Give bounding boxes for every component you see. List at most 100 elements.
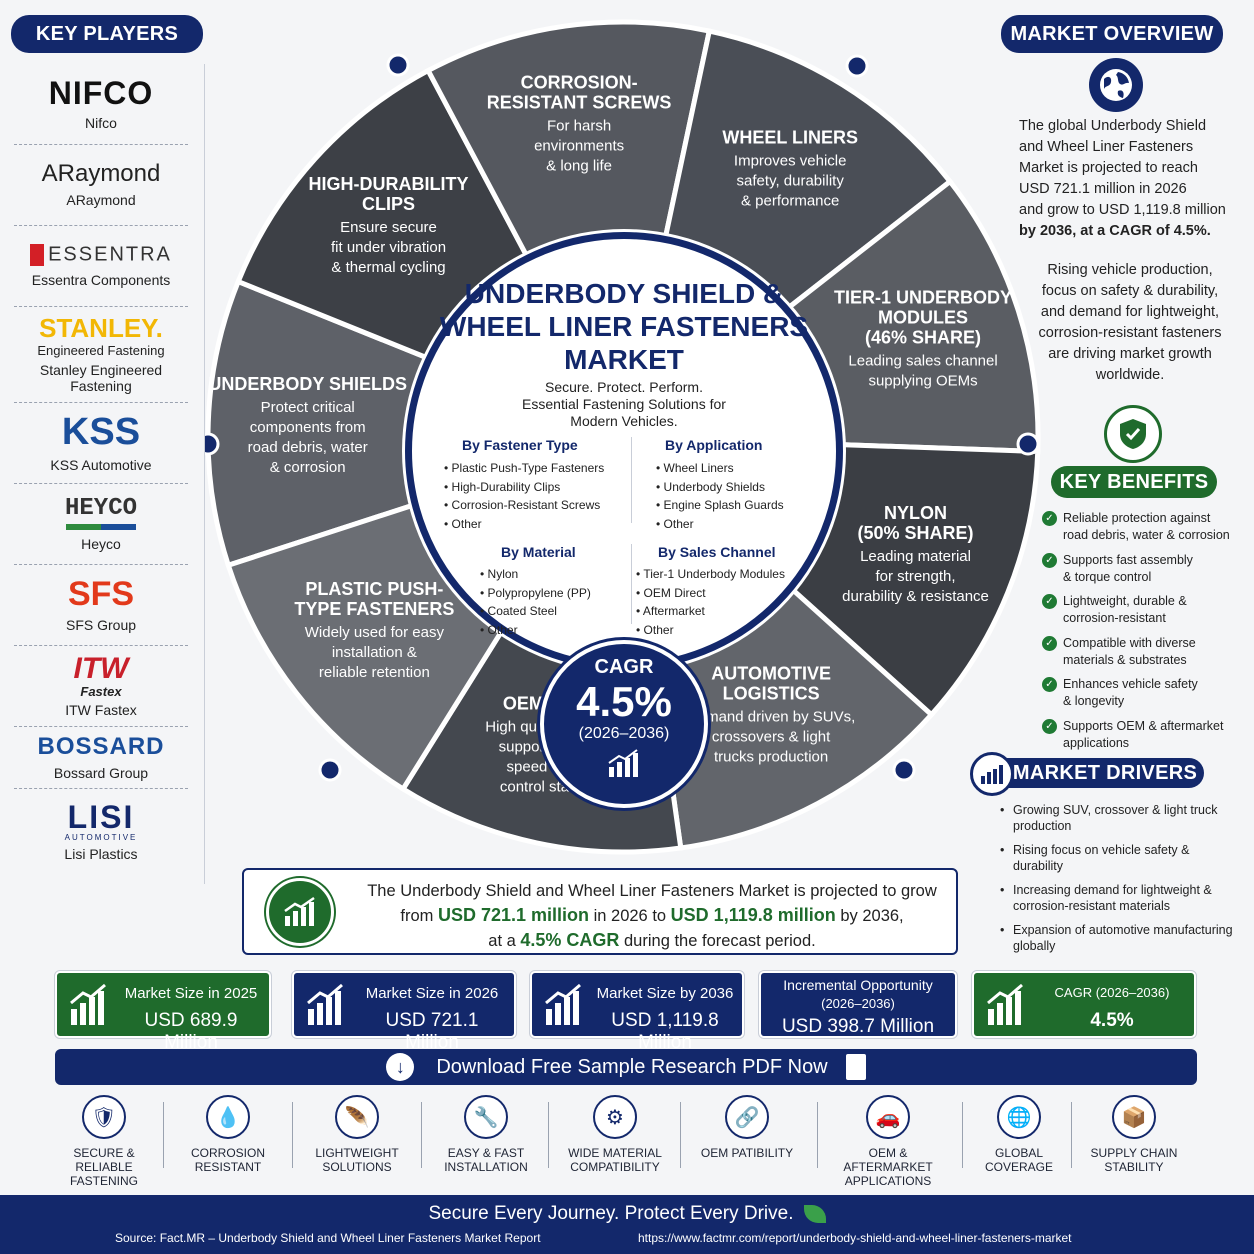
segment-desc: trucks production bbox=[714, 749, 828, 766]
player-bossard[interactable]: BOSSARD Bossard Group bbox=[14, 727, 188, 789]
player-stanley[interactable]: STANLEY. Engineered Fastening Stanley En… bbox=[14, 307, 188, 403]
key-players-title: KEY PLAYERS bbox=[11, 15, 203, 53]
driver-item: Growing SUV, crossover & light truck pro… bbox=[1000, 802, 1240, 834]
player-araymond[interactable]: ARaymond ARaymond bbox=[14, 145, 188, 226]
player-essentra[interactable]: ESSENTRA Essentra Components bbox=[14, 226, 188, 307]
player-nifco[interactable]: NIFCO Nifco bbox=[14, 64, 188, 145]
check-icon: ✓ bbox=[1042, 594, 1057, 609]
download-button[interactable]: ↓ Download Free Sample Research PDF Now bbox=[55, 1049, 1197, 1085]
player-sfs[interactable]: SFS SFS Group bbox=[14, 565, 188, 646]
gear-icon: ⚙ bbox=[593, 1095, 637, 1139]
shield-lock-icon: 🛡 bbox=[82, 1095, 126, 1139]
footer-source: Source: Fact.MR – Underbody Shield and W… bbox=[115, 1231, 541, 1245]
overview-paragraph-2: Rising vehicle production,focus on safet… bbox=[1038, 262, 1222, 383]
segment-desc: & corrosion bbox=[270, 459, 346, 476]
footer: Secure Every Journey. Protect Every Driv… bbox=[0, 1195, 1254, 1254]
stanley-logo-sub: Engineered Fastening bbox=[37, 343, 165, 358]
player-name: Bossard Group bbox=[53, 764, 149, 781]
by-channel-list: Tier-1 Underbody ModulesOEM DirectAfterm… bbox=[636, 565, 785, 639]
by-channel-title: By Sales Channel bbox=[658, 544, 776, 560]
card-value: USD 1,119.8 Million bbox=[611, 1010, 719, 1053]
segment-desc: & thermal cycling bbox=[331, 259, 445, 276]
cagr-bubble: CAGR 4.5% (2026–2036) bbox=[540, 640, 708, 808]
segment-title: HIGH-DURABILITY bbox=[309, 174, 469, 194]
segment-title: CORROSION- bbox=[521, 73, 638, 93]
feature-separator bbox=[421, 1102, 422, 1168]
segment-title: UNDERBODY SHIELDS bbox=[208, 374, 407, 394]
check-icon: ✓ bbox=[1042, 718, 1057, 734]
driver-item: Rising focus on vehicle safety & durabil… bbox=[1000, 842, 1240, 874]
segment-desc: Ensure secure bbox=[340, 219, 437, 236]
by-material-list: NylonPolypropylene (PP)Coated SteelOther bbox=[480, 565, 591, 639]
segment-title: NYLON bbox=[884, 503, 947, 523]
segment-title: (46% SHARE) bbox=[865, 328, 981, 348]
wheel-dot bbox=[1016, 432, 1040, 456]
segment-desc: & long life bbox=[546, 158, 612, 175]
segment-desc: safety, durability bbox=[737, 172, 845, 189]
tools-icon: 🔧 bbox=[464, 1095, 508, 1139]
segment-title: TIER-1 UNDERBODY bbox=[834, 288, 1012, 308]
segment-desc: for strength, bbox=[876, 568, 956, 585]
player-heyco[interactable]: HEYCO Heyco bbox=[14, 484, 188, 565]
player-itw[interactable]: ITW Fastex ITW Fastex bbox=[14, 646, 188, 727]
feature-separator bbox=[962, 1102, 963, 1168]
segment-desc: reliable retention bbox=[319, 664, 430, 681]
benefit-item: ✓Supports fast assembly& torque control bbox=[1042, 552, 1242, 586]
growth-chart-icon bbox=[987, 983, 1023, 1025]
card-value: USD 721.1 Million bbox=[385, 1010, 479, 1053]
check-icon: ✓ bbox=[1042, 677, 1057, 692]
wheel-dot bbox=[892, 758, 916, 782]
driver-item: Increasing demand for lightweight & corr… bbox=[1000, 882, 1240, 914]
driver-item: Expansion of automotive manufacturing gl… bbox=[1000, 922, 1240, 954]
segment-desc: fit under vibration bbox=[331, 239, 446, 256]
heyco-logo: HEYCO bbox=[64, 494, 137, 522]
growth-chart-icon bbox=[545, 983, 581, 1025]
bossard-logo: BOSSARD bbox=[37, 732, 165, 760]
segment-desc: & performance bbox=[741, 192, 839, 209]
center-subtitle: Secure. Protect. Perform. Essential Fast… bbox=[522, 379, 726, 429]
center-divider bbox=[631, 544, 632, 624]
itw-logo-sub: Fastex bbox=[80, 684, 122, 699]
feature-separator bbox=[548, 1102, 549, 1168]
lisi-logo: LISI bbox=[67, 798, 135, 835]
growth-chart-icon bbox=[307, 983, 343, 1025]
trend-up-icon bbox=[266, 878, 334, 946]
card-label: Incremental Opportunity bbox=[783, 977, 933, 993]
segment-desc: installation & bbox=[332, 644, 417, 661]
card-label: Market Size in 2025 bbox=[124, 985, 258, 1002]
globe-icon bbox=[1089, 58, 1143, 112]
check-icon: ✓ bbox=[1042, 635, 1057, 651]
by-application-title: By Application bbox=[665, 437, 763, 453]
footer-url[interactable]: https://www.factmr.com/report/underbody-… bbox=[638, 1231, 1072, 1245]
wheel-dot bbox=[386, 53, 410, 77]
check-icon: ✓ bbox=[1042, 511, 1057, 526]
player-name: Heyco bbox=[81, 535, 121, 552]
segment-title: TYPE FASTENERS bbox=[294, 599, 454, 619]
by-type-title: By Fastener Type bbox=[462, 437, 578, 453]
feature-separator bbox=[292, 1102, 293, 1168]
player-name: ITW Fastex bbox=[65, 702, 137, 718]
player-kss[interactable]: KSS KSS Automotive bbox=[14, 403, 188, 484]
player-lisi[interactable]: LISI AUTOMOTIVE Lisi Plastics bbox=[14, 789, 188, 873]
market-drivers-title: MARKET DRIVERS bbox=[992, 758, 1204, 788]
segment-desc: For harsh bbox=[547, 118, 611, 135]
growth-chart-icon bbox=[608, 749, 638, 777]
segment-desc: Widely used for easy bbox=[305, 624, 445, 641]
check-icon: ✓ bbox=[1042, 552, 1057, 568]
wheel-dot bbox=[845, 54, 869, 78]
feature-separator bbox=[817, 1102, 818, 1168]
player-name: ARaymond bbox=[66, 192, 136, 208]
segment-title: WHEEL LINERS bbox=[722, 127, 858, 147]
araymond-logo: ARaymond bbox=[41, 160, 161, 187]
feature-separator bbox=[163, 1102, 164, 1168]
globe-icon: 🌐 bbox=[997, 1095, 1041, 1139]
